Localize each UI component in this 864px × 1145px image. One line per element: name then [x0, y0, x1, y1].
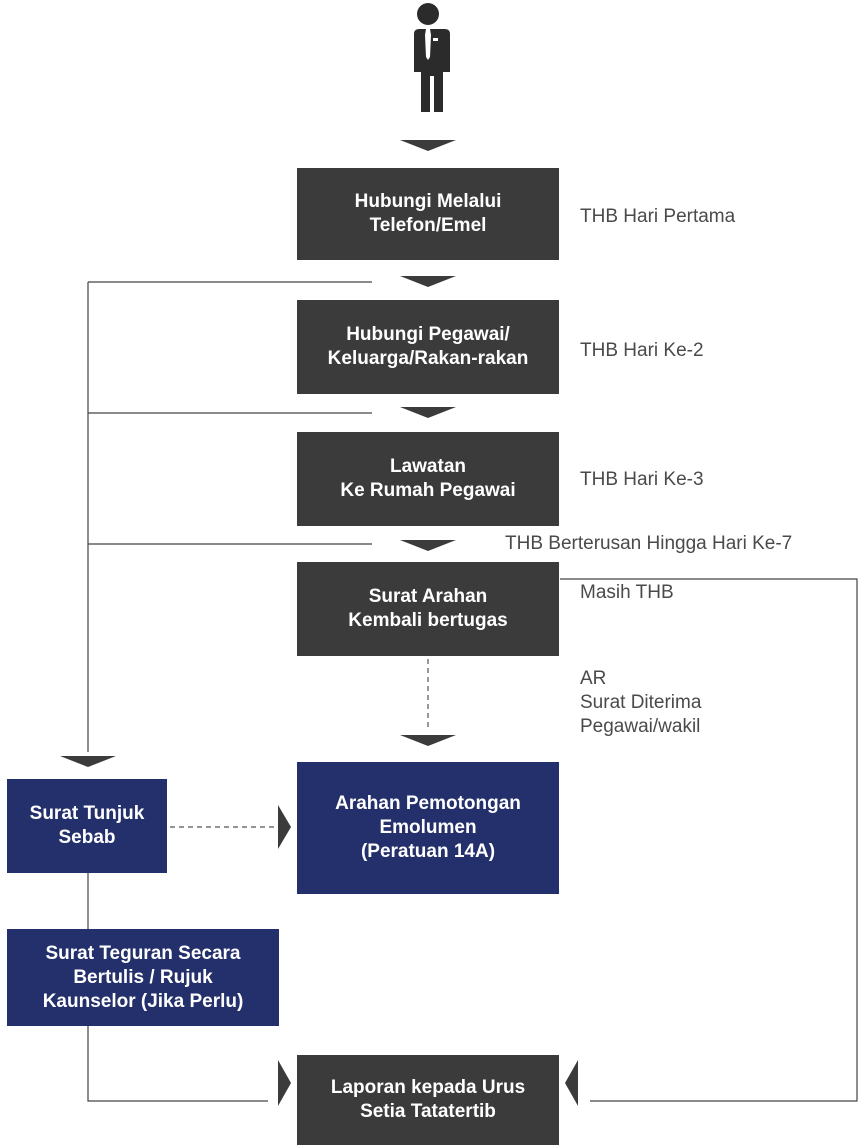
dashed-lines — [170, 632, 429, 828]
note-ar-diterima: AR Surat Diterima Pegawai/wakil — [580, 668, 702, 737]
masih-thb-line — [560, 578, 858, 1102]
arrow-5 — [400, 735, 456, 746]
arrow-4 — [400, 540, 456, 551]
arrow-1 — [400, 140, 456, 151]
step-laporan: Laporan kepada Urus Setia Tatatertib — [297, 1055, 559, 1145]
step-surat-teguran: Surat Teguran Secara Bertulis / Rujuk Ka… — [7, 929, 279, 1026]
step-lawatan: Lawatan Ke Rumah Pegawai — [297, 432, 559, 526]
step-arahan-pemotongan: Arahan Pemotongan Emolumen (Peratuan 14A… — [297, 762, 559, 894]
person-in-suit-icon — [411, 3, 450, 112]
step-arahan-pemotongan-label: Arahan Pemotongan Emolumen (Peratuan 14A… — [335, 793, 521, 862]
arrow-left-9 — [565, 1060, 578, 1106]
teguran-to-laporan-line — [87, 1026, 268, 1102]
note-hari-pertama: THB Hari Pertama — [580, 206, 736, 227]
arrow-6 — [60, 756, 116, 767]
step-hubungi-telefon: Hubungi Melalui Telefon/Emel — [297, 168, 559, 260]
step-surat-arahan: Surat Arahan Kembali bertugas — [297, 562, 559, 656]
note-hari-ke2: THB Hari Ke-2 — [580, 340, 704, 361]
arrow-right-8 — [278, 1060, 291, 1106]
step-laporan-label: Laporan kepada Urus Setia Tatatertib — [330, 1077, 526, 1122]
arrow-right-7 — [278, 805, 291, 849]
step-hubungi-pegawai: Hubungi Pegawai/ Keluarga/Rakan-rakan — [297, 300, 559, 394]
arrow-2 — [400, 276, 456, 287]
note-masih-thb: Masih THB — [580, 582, 674, 603]
step-surat-teguran-label: Surat Teguran Secara Bertulis / Rujuk Ka… — [42, 942, 244, 1012]
step-lawatan-label: Lawatan Ke Rumah Pegawai — [340, 456, 516, 501]
connector-lines — [87, 281, 858, 1102]
arrow-3 — [400, 407, 456, 418]
note-hari-ke3: THB Hari Ke-3 — [580, 469, 704, 490]
note-berterusan: THB Berterusan Hingga Hari Ke-7 — [505, 533, 793, 554]
step-hubungi-pegawai-label: Hubungi Pegawai/ Keluarga/Rakan-rakan — [327, 324, 529, 369]
step-hubungi-telefon-label: Hubungi Melalui Telefon/Emel — [354, 191, 502, 236]
step-surat-tunjuk-sebab: Surat Tunjuk Sebab — [7, 779, 167, 873]
flow-arrows — [60, 140, 578, 1106]
step-surat-tunjuk-sebab-label: Surat Tunjuk Sebab — [29, 803, 145, 848]
step-surat-arahan-label: Surat Arahan Kembali bertugas — [348, 586, 508, 631]
